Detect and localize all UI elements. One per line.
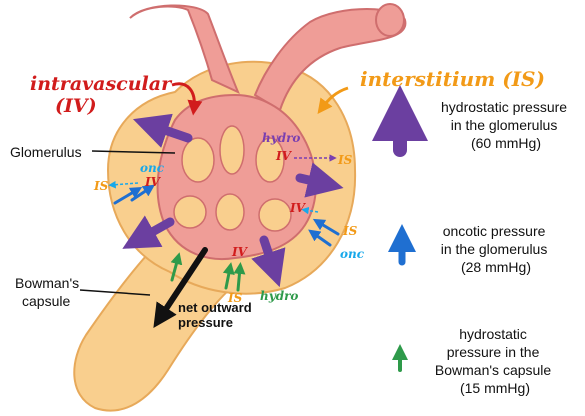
iv-tag: IV: [144, 175, 162, 189]
iv-label: (IV): [55, 95, 97, 117]
arterioles: [129, 3, 407, 112]
net-outward-label-line1: net outward: [178, 300, 252, 315]
iv-tag: IV: [231, 245, 249, 259]
dashed-arrows: [108, 154, 337, 215]
interstitium-label: interstitium (IS): [360, 67, 545, 91]
iv-tag: IV: [289, 201, 307, 215]
onc-tag: onc: [340, 247, 365, 261]
hydro-tag: hydro: [262, 131, 300, 145]
hydrostatic-arrows: [122, 113, 344, 288]
iv-tag: IV: [275, 149, 293, 163]
bowmans-label-line2: capsule: [22, 293, 70, 309]
legend-text: hydrostatic pressure in the glomerulus (…: [435, 99, 571, 396]
interstitium-pointer: [317, 86, 349, 114]
glomerulus-label: Glomerulus: [10, 144, 82, 160]
onc-tag: onc: [140, 161, 165, 175]
bowmans-label-line1: Bowman's: [15, 275, 79, 291]
intravascular-label: intravascular: [30, 73, 173, 95]
is-tag: IS: [93, 179, 109, 193]
legend-item-hydrostatic-glomerulus: hydrostatic pressure in the glomerulus (…: [441, 99, 571, 151]
leader-lines: [79, 150, 176, 296]
net-outward-arrow: [153, 247, 208, 329]
is-tag: IS: [227, 291, 243, 305]
tags: hydro IV IS onc IS IV IV IS onc IV IS hy…: [93, 131, 365, 305]
intravascular-pointer: [171, 82, 203, 116]
legend-item-hydrostatic-capsule: hydrostatic pressure in the Bowman's cap…: [435, 326, 555, 396]
oncotic-arrows: [113, 184, 340, 247]
hydro-tag: hydro: [260, 289, 298, 303]
net-outward-label-line2: pressure: [178, 315, 233, 330]
legend-arrows: [372, 85, 428, 372]
capsule-hydrostatic-arrows: [170, 252, 246, 292]
is-tag: IS: [342, 224, 358, 238]
legend-item-oncotic-glomerulus: oncotic pressure in the glomerulus (28 m…: [441, 223, 552, 275]
is-tag: IS: [337, 153, 353, 167]
